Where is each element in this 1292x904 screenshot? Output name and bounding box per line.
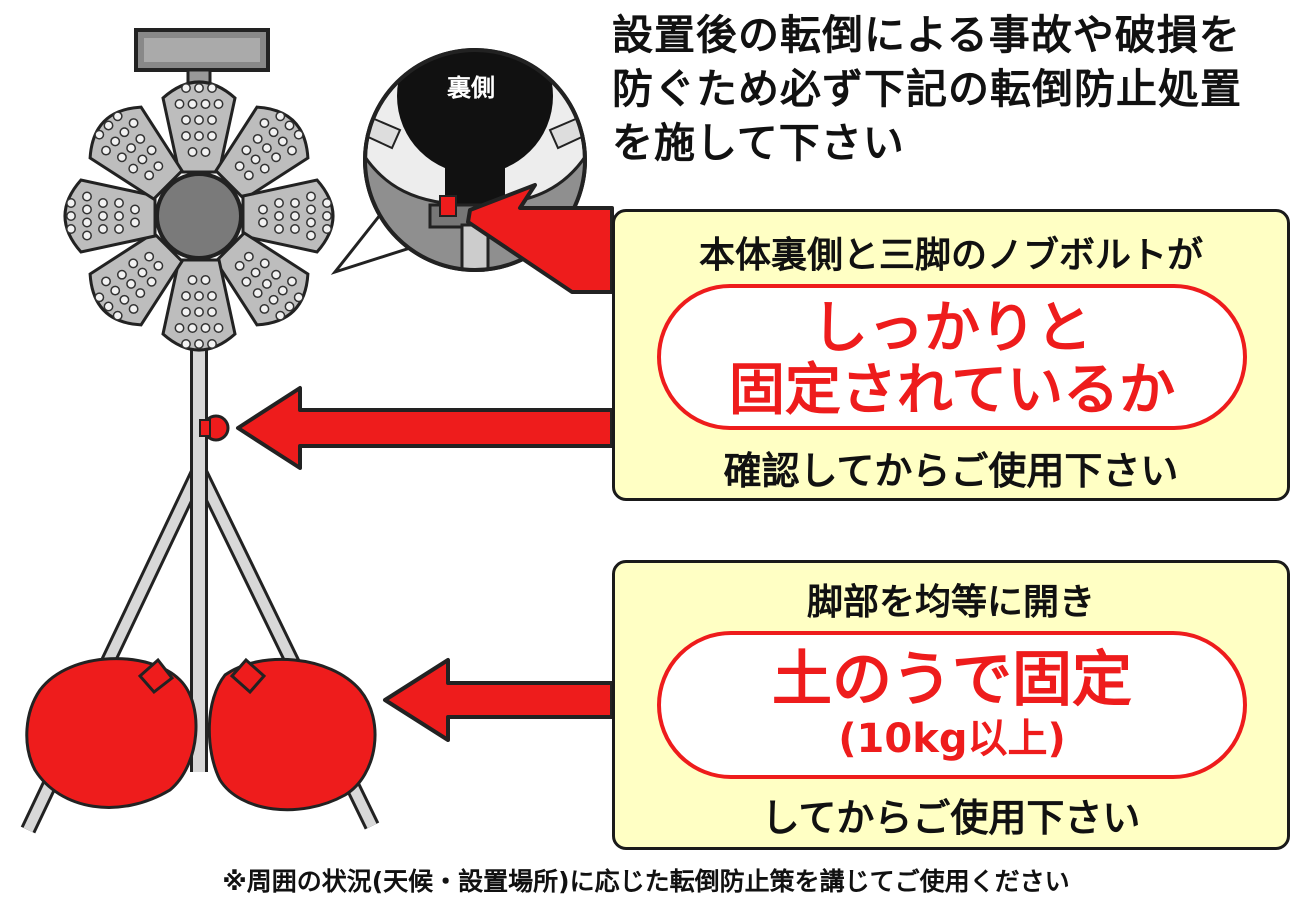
sandbag-panel: 脚部を均等に開き 土のうで固定 (10kg以上) してからご使用下さい	[612, 560, 1290, 850]
heading-line-3: を施して下さい	[612, 119, 905, 167]
lamp-petal	[161, 258, 237, 352]
sandbag-emphasis-line-1: 土のうで固定	[772, 645, 1132, 715]
bolt-emphasis-line-2: 固定されているか	[728, 358, 1176, 423]
lamp-petal	[63, 178, 157, 254]
bolt-panel-top: 本体裏側と三脚のノブボルトが	[698, 235, 1203, 276]
arrow-left-icon	[236, 386, 614, 470]
sandbag-panel-bottom: してからご使用下さい	[761, 796, 1141, 840]
heading-line-1: 設置後の転倒による事故や破損を	[612, 11, 1241, 59]
lamp-petal	[214, 231, 310, 327]
sandbag-emphasis-line-2: (10kg以上)	[838, 716, 1066, 762]
bolt-emphasis-line-1: しっかりと	[812, 296, 1092, 361]
heading-line-2: 防ぐため必ず下記の転倒防止処置	[612, 65, 1242, 113]
lamp-petal	[161, 80, 237, 174]
bolt-check-panel: 本体裏側と三脚のノブボルトが しっかりと 固定されているか 確認してからご使用下…	[612, 209, 1290, 501]
bolt-panel-bottom: 確認してからご使用下さい	[723, 449, 1179, 493]
warning-heading: 設置後の転倒による事故や破損を 防ぐため必ず下記の転倒防止処置 を施して下さい	[612, 8, 1288, 170]
knob-bolt-icon	[199, 414, 230, 442]
arrow-left-icon	[383, 658, 614, 742]
lamp-petal	[88, 231, 184, 327]
sandbag-icon	[25, 657, 377, 812]
lamp-petal	[88, 105, 184, 201]
footnote: ※周囲の状況(天候・設置場所)に応じた転倒防止策を講じてご使用ください	[222, 867, 1070, 896]
lamp-petal	[241, 178, 335, 254]
led-lamp-icon	[63, 28, 335, 352]
sandbag-emphasis-pill: 土のうで固定 (10kg以上)	[657, 631, 1247, 779]
inset-label: 裏側	[447, 74, 495, 102]
lamp-petal	[214, 105, 310, 201]
bolt-emphasis-pill: しっかりと 固定されているか	[657, 284, 1247, 430]
sandbag-panel-top: 脚部を均等に開き	[806, 582, 1095, 623]
